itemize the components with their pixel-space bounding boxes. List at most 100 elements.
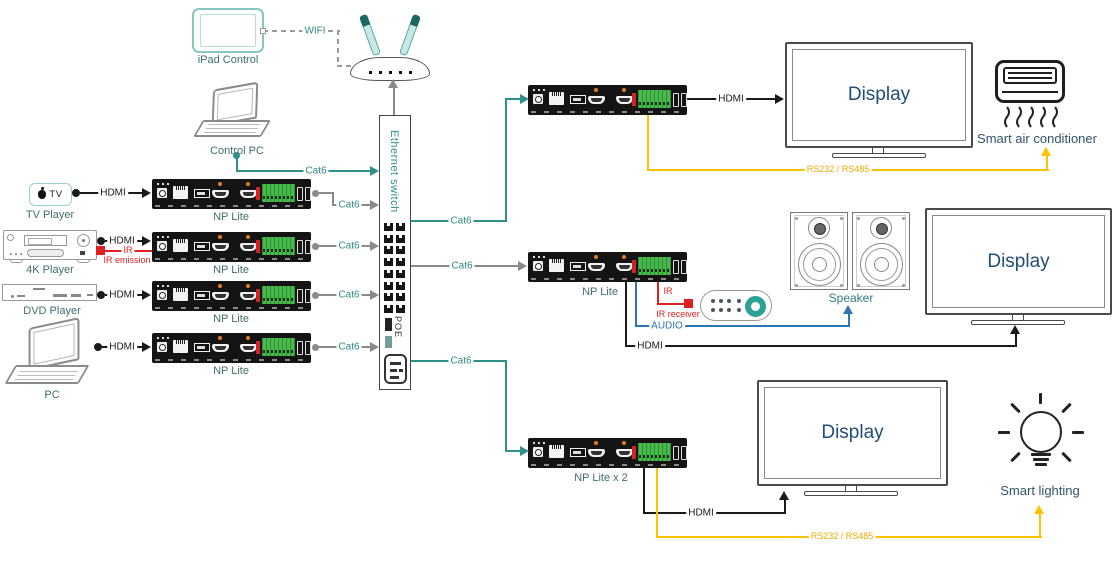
np-indicator-dots [157,236,169,238]
np-ir-port [256,187,260,200]
np-usb-port [297,240,303,254]
hdmi-label: HDMI [107,289,137,301]
display-stand-base [804,491,898,496]
vcr-cassette-slot [24,235,67,246]
4k-player-icon [3,230,97,263]
np-screw [622,88,626,92]
np-fiber-port [194,242,210,251]
cable-connector-dot [312,190,319,197]
rs232-arrow [1034,505,1044,514]
dvd-player-icon [2,284,97,301]
vcr-knob [77,234,90,247]
np-port-labels [155,205,308,207]
np-indicator-dots [533,256,545,258]
np-lite-transmitter [152,232,311,262]
display-label: Display [847,84,911,105]
np-hdmi-port [212,292,229,300]
hdmi-line [643,468,645,514]
display-2: Display [925,208,1112,315]
ac-louver [1002,91,1058,93]
np-usb-port [305,289,311,303]
tv-player-icon: TV [29,183,72,206]
ipad-label: iPad Control [197,54,259,66]
np-usb-port [673,446,679,460]
vcr-detail [7,234,14,241]
hdmi-line [625,345,1017,347]
cat6-arrow [370,241,379,251]
rs232-line [1039,511,1041,537]
ir-emission-label: IR emission [103,255,151,266]
hdmi-label: HDMI [98,187,128,199]
np-phoenix-connector [638,257,671,275]
dvd-detail [17,295,25,297]
hdmi-label: HDMI [635,340,665,352]
cable-connector-dot [94,343,102,351]
np-screw [246,235,250,239]
laptop-base [193,120,271,137]
cat6-label: Cat6 [303,165,329,177]
np-lite-x2-label: NP Lite x 2 [574,472,628,484]
np-hdmi-port [616,263,633,271]
rs232-label: RS232 / RS485 [808,531,876,542]
rj45-port-icon [396,235,405,243]
hdmi-label: HDMI [716,93,746,105]
cat6-line [505,98,523,100]
ir-receiver-label: IR receiver [656,309,700,320]
np-lite-label: NP Lite [582,286,618,298]
router-leds [369,71,415,74]
rj45-port-icon [384,258,393,266]
np-lite-transmitter [152,281,311,311]
rj45-port-icon [384,282,393,290]
np-fiber-port [194,189,210,198]
ir-receiver-icon [684,299,693,308]
np-rj45-port [549,445,564,458]
wifi-dashed-line [337,30,339,67]
dvd-detail [71,294,81,297]
dvd-player-label: DVD Player [23,305,81,317]
np-usb-port [673,93,679,107]
np-usb-port [681,93,687,107]
np-hdmi-port [212,190,229,198]
np-port-labels [155,359,308,361]
cable-connector-dot [312,243,319,250]
np-port-labels [155,307,308,309]
np-screw [218,182,222,186]
display-3: Display [757,380,948,486]
np-hdmi-port [212,344,229,352]
rj45-port-icon [396,270,405,278]
cable-connector-dot [97,237,105,245]
np-screw [246,336,250,340]
hdmi-label: HDMI [686,507,716,519]
speaker-label: Speaker [828,291,874,305]
hdmi-arrow [142,290,151,300]
np-ir-port [632,260,636,273]
np-fiber-port [194,343,210,352]
np-phoenix-connector [262,286,295,304]
np-usb-port [305,240,311,254]
np-lite-label: NP Lite [213,264,249,276]
speaker-left-icon [790,212,848,290]
vcr-foot [77,259,90,263]
np-port-labels [155,258,308,260]
cable-connector-dot [97,291,105,299]
np-usb-port [305,187,311,201]
router-antenna-right [399,13,421,57]
np-fiber-port [570,448,586,457]
np-screw [594,88,598,92]
cat6-line [505,98,507,222]
np-lite-label: NP Lite [213,313,249,325]
np-phoenix-connector [262,338,295,356]
np-hdmi-port [240,292,257,300]
display-1: Display [785,42,973,148]
np-hdmi-port [616,96,633,104]
cat6-label: Cat6 [448,355,474,367]
np-phoenix-connector [262,184,295,202]
np-fiber-port [570,95,586,104]
np-dc-jack [157,241,167,251]
cat6-label: Cat6 [336,341,362,353]
ethernet-switch-label: Ethernet switch [388,130,400,213]
control-pc-icon [193,81,276,140]
np-lite-transmitter [152,333,311,363]
cat6-arrow [370,166,379,176]
cat6-arrow [520,446,529,456]
